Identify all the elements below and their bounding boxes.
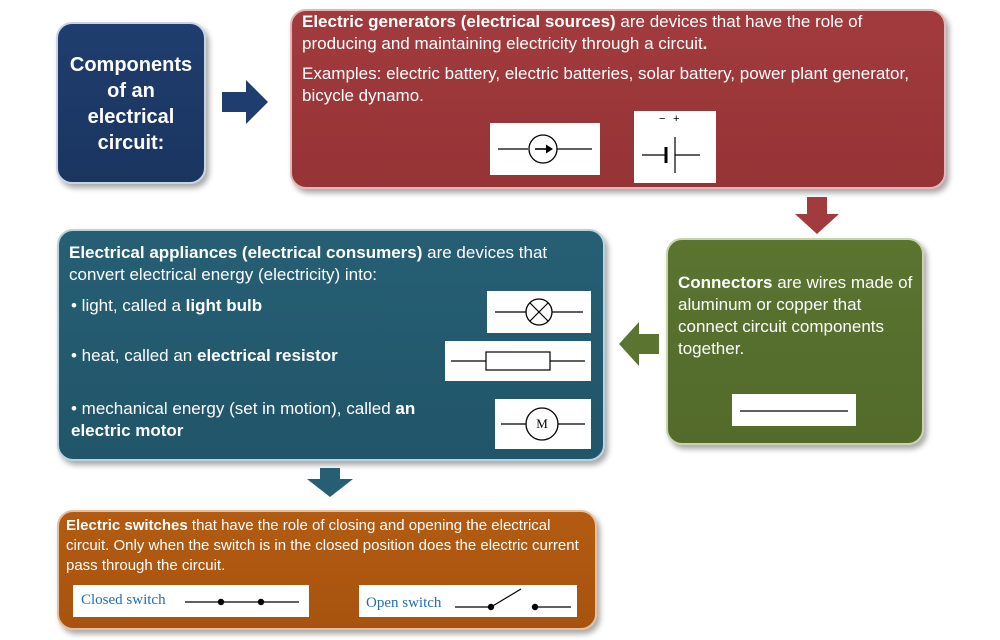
battery-plus-label: +: [673, 113, 680, 125]
switches-box: Electric switches that have the role of …: [57, 510, 597, 630]
bullet-icon: •: [71, 346, 77, 365]
generators-term: Electric generators (electrical sources): [302, 12, 616, 31]
appliance-item-bold: light bulb: [185, 296, 263, 315]
appliance-item-prefix: light, called a: [76, 296, 186, 315]
arrow-right-icon: [222, 80, 268, 124]
appliance-item-heat: • heat, called an electrical resistor: [71, 345, 431, 367]
appliance-item-light: • light, called a light bulb: [71, 295, 431, 317]
arrow-down-icon: [307, 468, 353, 497]
light-bulb-symbol: [487, 291, 591, 333]
appliances-box: Electrical appliances (electrical consum…: [57, 229, 605, 461]
connectors-term: Connectors: [678, 273, 773, 292]
bullet-icon: •: [71, 296, 77, 315]
appliances-definition-text: are devices that convert electrical ener…: [69, 243, 548, 284]
components-title: Components of an electrical circuit:: [69, 54, 193, 154]
appliance-item-motor: • mechanical energy (set in motion), cal…: [71, 398, 431, 442]
motor-symbol: M: [495, 399, 591, 449]
closed-switch-label: Closed switch: [81, 592, 166, 608]
appliance-item-prefix: heat, called an: [76, 346, 197, 365]
appliances-term: Electrical appliances (electrical consum…: [69, 243, 423, 262]
switches-term: Electric switches: [66, 517, 188, 534]
components-box: Components of an electrical circuit:: [56, 22, 206, 184]
appliances-definition: Electrical appliances (electrical consum…: [69, 242, 589, 286]
appliance-item-bold: an electric motor: [71, 399, 416, 440]
connectors-definition: Connectors are wires made of aluminum or…: [678, 272, 918, 360]
open-switch-symbol: Open switch: [359, 585, 577, 617]
closed-switch-symbol: Closed switch: [73, 585, 309, 617]
connectors-definition-text: are wires made of aluminum or copper tha…: [678, 273, 913, 358]
connectors-box: Connectors are wires made of aluminum or…: [666, 238, 924, 445]
generator-symbol: [490, 123, 600, 175]
generators-definition-text: are devices that have the role of produc…: [302, 12, 863, 53]
generators-box: Electric generators (electrical sources)…: [290, 9, 946, 189]
open-switch-label: Open switch: [366, 595, 442, 611]
battery-minus-label: −: [659, 113, 666, 125]
switches-definition-text: that have the role of closing and openin…: [66, 517, 579, 574]
switches-definition: Electric switches that have the role of …: [66, 516, 586, 576]
appliance-item-prefix: mechanical energy (set in motion), calle…: [76, 399, 396, 418]
arrow-left-icon: [619, 322, 659, 366]
generators-definition: Electric generators (electrical sources)…: [302, 11, 932, 55]
arrow-down-icon: [795, 197, 839, 234]
motor-symbol-label: M: [536, 416, 548, 431]
generators-examples: Examples: electric battery, electric bat…: [302, 64, 909, 105]
generators-period: .: [702, 34, 708, 53]
battery-symbol: − +: [634, 111, 716, 183]
resistor-symbol: [445, 341, 591, 381]
wire-symbol: [732, 394, 856, 426]
bullet-icon: •: [71, 399, 77, 418]
appliance-item-bold: electrical resistor: [196, 346, 338, 365]
